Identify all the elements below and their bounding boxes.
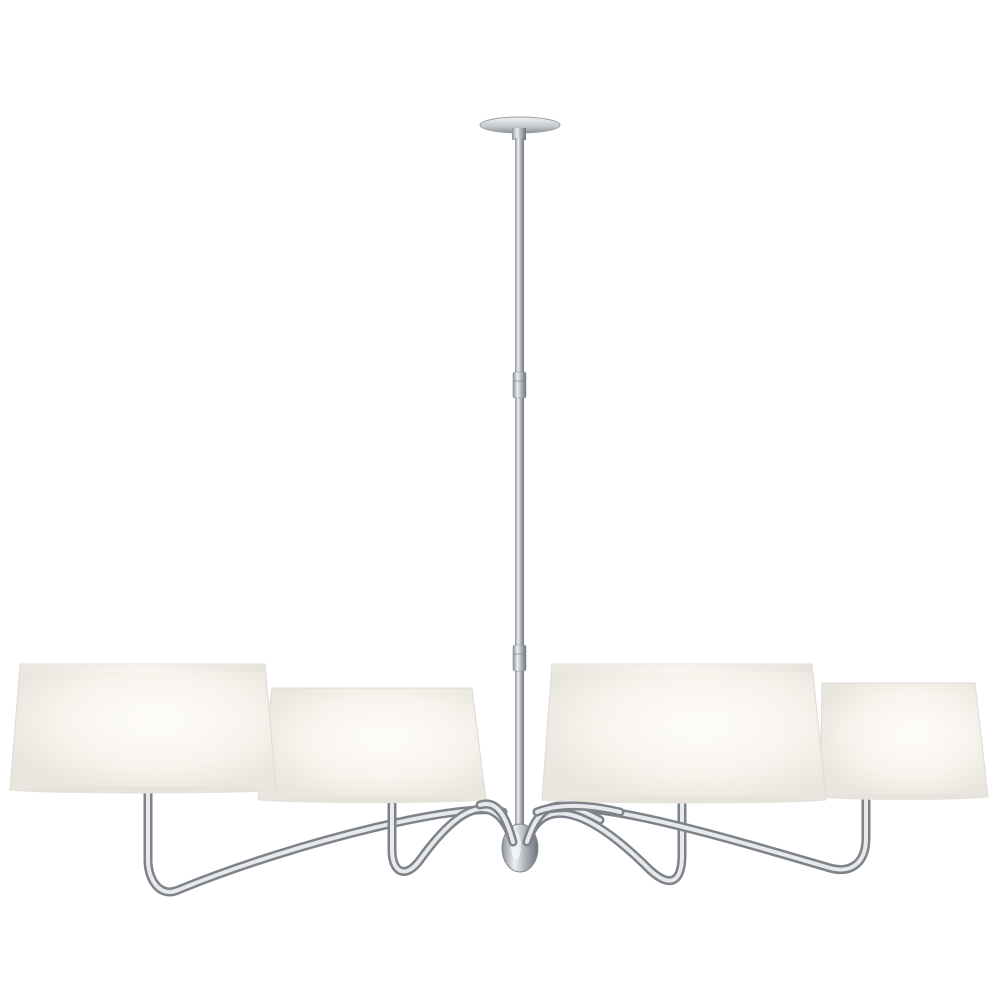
lamp-shade-far-left xyxy=(9,663,277,794)
lamp-shade-inner-left xyxy=(257,687,487,803)
lamp-shade-far-right xyxy=(819,682,989,800)
down-rod xyxy=(512,138,527,838)
front-arm-segments xyxy=(475,799,625,847)
ceiling-canopy xyxy=(479,116,561,140)
lamp-shade-inner-right xyxy=(541,663,827,804)
